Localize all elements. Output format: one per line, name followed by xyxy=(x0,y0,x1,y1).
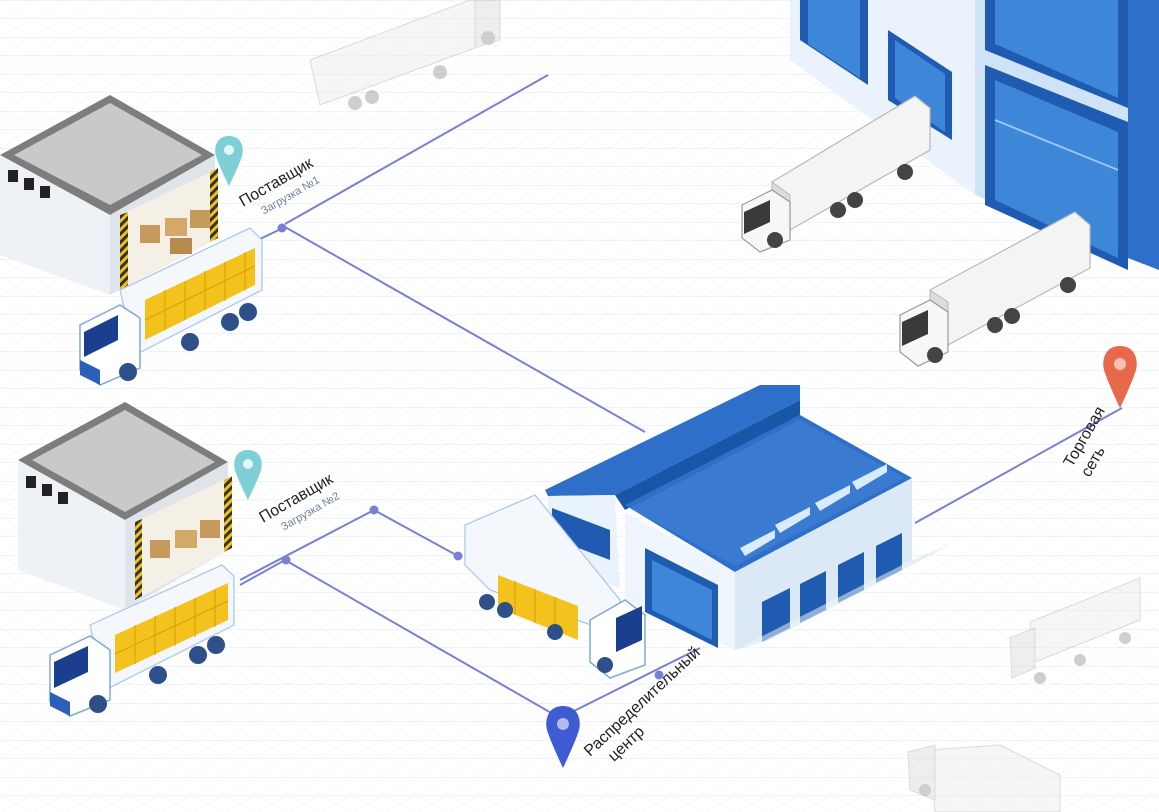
route-line-retail xyxy=(914,407,1123,524)
faded-truck-right xyxy=(1009,577,1141,684)
map-pin-icon xyxy=(215,136,243,186)
truck-icon xyxy=(899,211,1091,367)
route-line-to-center xyxy=(284,226,646,433)
route-lines xyxy=(239,74,1123,719)
truck-icon xyxy=(741,95,931,253)
route-line-supplier2-lower xyxy=(239,559,286,586)
supplier2-truck xyxy=(49,564,235,717)
large-warehouse-building xyxy=(790,0,1159,270)
center-truck xyxy=(464,494,646,679)
map-pin-icon xyxy=(1103,346,1137,408)
route-line-supplier2-upper xyxy=(239,509,375,581)
supplier1-truck xyxy=(79,227,263,386)
route-line-pin-to-center xyxy=(559,647,701,719)
faded-truck-top xyxy=(309,0,501,110)
supplier2-warehouse xyxy=(18,402,232,610)
warehouse-icon xyxy=(545,385,950,650)
faded-truck-bottom xyxy=(907,744,1061,812)
map-pin-icon xyxy=(546,706,580,768)
route-line-upper-to-truck xyxy=(373,509,459,557)
route-line-lower-to-pin xyxy=(284,559,561,719)
map-pin-icon xyxy=(234,450,262,500)
route-nodes xyxy=(277,223,664,680)
route-line-top xyxy=(284,74,549,225)
supplier1-warehouse xyxy=(0,95,218,295)
